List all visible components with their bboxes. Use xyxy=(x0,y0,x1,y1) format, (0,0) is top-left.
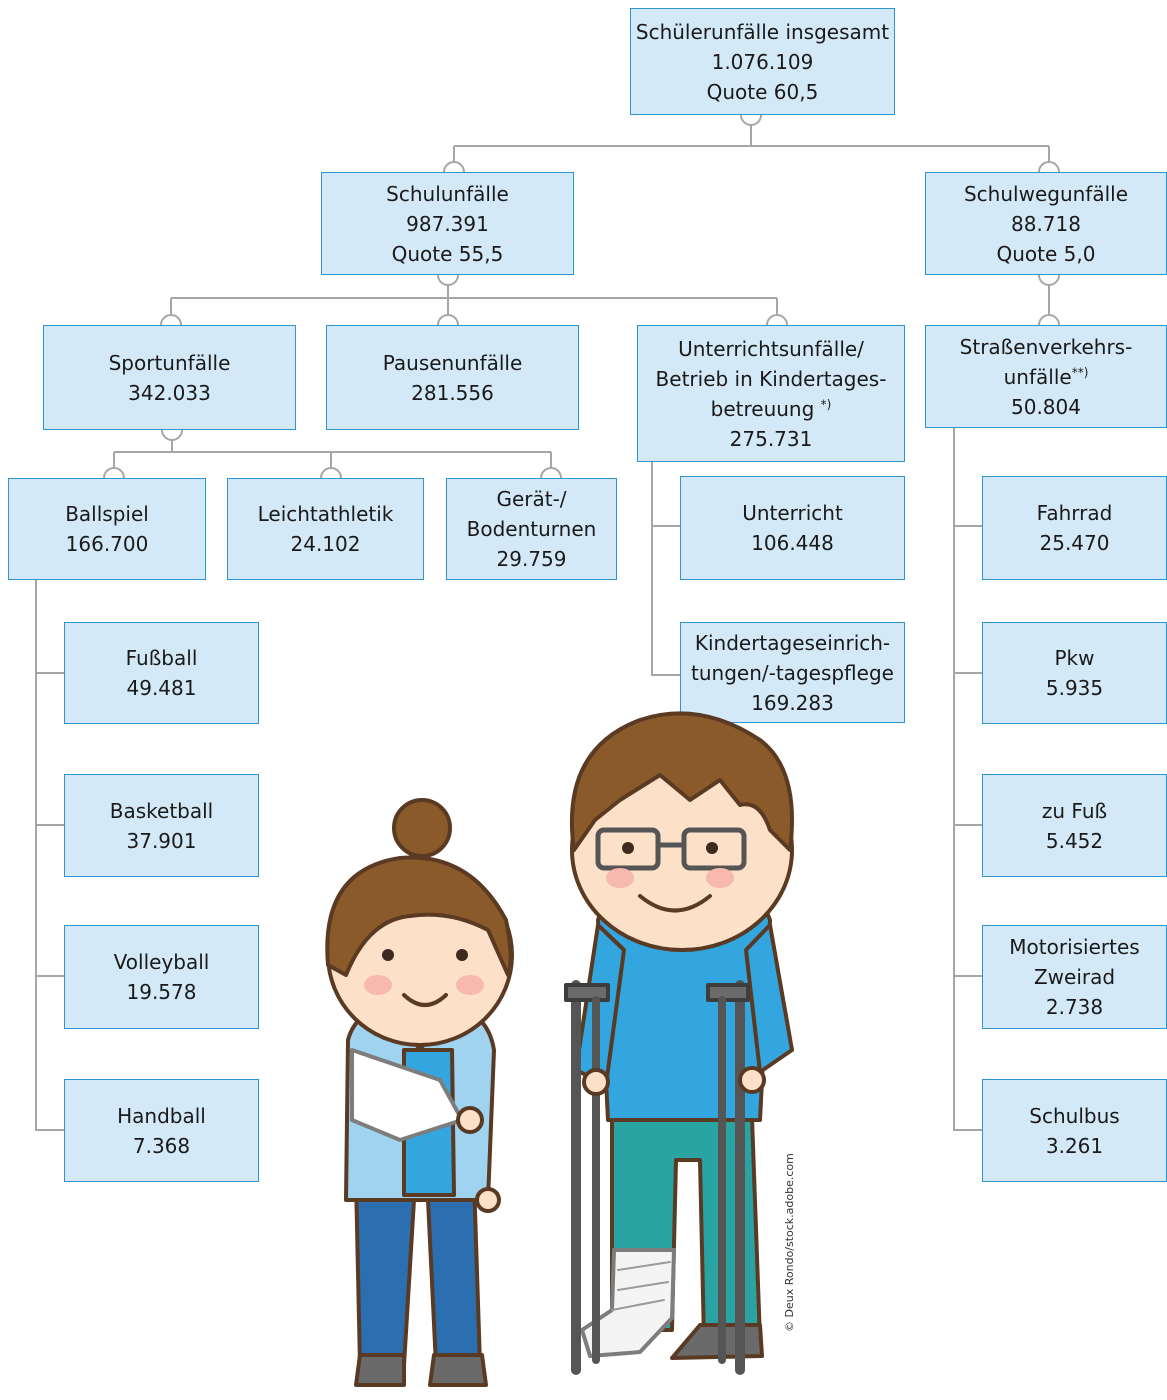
geraeteturnen-box: Gerät-/ Bodenturnen 29.759 xyxy=(446,478,617,580)
basketball-title: Basketball xyxy=(109,798,214,823)
unterrichtsunfaelle-line3-wrap: betreuung *) xyxy=(711,394,832,424)
volleyball-value: 19.578 xyxy=(126,980,197,1004)
schulunfaelle-quote: Quote 55,5 xyxy=(391,241,504,266)
unterrichtsunfaelle-value: 275.731 xyxy=(729,426,813,451)
unterricht-value: 106.448 xyxy=(751,531,834,555)
pausenunfaelle-title: Pausenunfälle xyxy=(382,350,523,375)
kita-box: Kindertageseinrich- tungen/-tagespflege … xyxy=(680,622,905,723)
strassenverkehr-value: 50.804 xyxy=(1011,394,1081,419)
fussball-box: Fußball 49.481 xyxy=(64,622,259,724)
geraeteturnen-line1: Gerät-/ xyxy=(496,487,567,511)
pausenunfaelle-value: 281.556 xyxy=(411,380,494,405)
schulbus-box: Schulbus 3.261 xyxy=(982,1079,1167,1182)
strassenverkehr-line2-wrap: unfälle**) xyxy=(1004,362,1089,392)
fahrrad-box: Fahrrad 25.470 xyxy=(982,476,1167,580)
kita-line2: tungen/-tagespflege xyxy=(691,660,894,685)
motorrad-line1: Motorisiertes xyxy=(1009,935,1140,959)
schulbus-title: Schulbus xyxy=(1029,1103,1120,1128)
schulwegunfaelle-value: 88.718 xyxy=(1011,211,1081,236)
root-node-box: Schülerunfälle insgesamt 1.076.109 Quote… xyxy=(630,8,895,115)
root-value: 1.076.109 xyxy=(711,49,814,74)
kita-value: 169.283 xyxy=(751,690,834,715)
fahrrad-value: 25.470 xyxy=(1039,531,1110,555)
geraeteturnen-value: 29.759 xyxy=(496,547,567,571)
schulwegunfaelle-quote: Quote 5,0 xyxy=(996,241,1096,266)
kita-line1: Kindertageseinrich- xyxy=(694,630,891,655)
root-quote: Quote 60,5 xyxy=(706,79,819,104)
unterricht-title: Unterricht xyxy=(742,501,843,525)
volleyball-title: Volleyball xyxy=(113,950,210,974)
schulunfaelle-value: 987.391 xyxy=(406,211,489,236)
schulunfaelle-title: Schulunfälle xyxy=(386,181,509,206)
schulwegunfaelle-box: Schulwegunfälle 88.718 Quote 5,0 xyxy=(925,172,1167,275)
unterrichtsunfaelle-box: Unterrichtsunfälle/ Betrieb in Kindertag… xyxy=(637,325,905,462)
volleyball-box: Volleyball 19.578 xyxy=(64,925,259,1029)
leichtathletik-box: Leichtathletik 24.102 xyxy=(227,478,424,580)
sportunfaelle-box: Sportunfälle 342.033 xyxy=(43,325,296,430)
fussball-value: 49.481 xyxy=(126,676,197,700)
unterrichtsunfaelle-line2: Betrieb in Kindertages- xyxy=(655,366,887,391)
ballspiel-value: 166.700 xyxy=(65,532,149,556)
strassenverkehr-line1: Straßenverkehrs- xyxy=(959,334,1133,359)
basketball-box: Basketball 37.901 xyxy=(64,774,259,877)
leichtathletik-title: Leichtathletik xyxy=(257,502,394,526)
basketball-value: 37.901 xyxy=(126,828,197,853)
pkw-box: Pkw 5.935 xyxy=(982,622,1167,724)
unterricht-box: Unterricht 106.448 xyxy=(680,476,905,580)
boy-figure xyxy=(564,711,794,1375)
leichtathletik-value: 24.102 xyxy=(290,532,361,556)
handball-value: 7.368 xyxy=(132,1133,191,1158)
handball-title: Handball xyxy=(117,1103,206,1128)
root-title: Schülerunfälle insgesamt xyxy=(635,19,890,44)
unterrichtsunfaelle-footnote: *) xyxy=(820,396,832,411)
motorrad-box: Motorisiertes Zweirad 2.738 xyxy=(982,925,1167,1029)
strassenverkehr-line2: unfälle xyxy=(1003,364,1072,389)
ballspiel-title: Ballspiel xyxy=(65,502,149,526)
schulwegunfaelle-title: Schulwegunfälle xyxy=(963,181,1129,206)
handball-box: Handball 7.368 xyxy=(64,1079,259,1182)
pkw-value: 5.935 xyxy=(1045,676,1104,700)
pausenunfaelle-box: Pausenunfälle 281.556 xyxy=(326,325,579,430)
zufuss-title: zu Fuß xyxy=(1041,798,1108,823)
sportunfaelle-value: 342.033 xyxy=(128,380,211,405)
image-credit: © Deux Rondo/stock.adobe.com xyxy=(783,1153,796,1332)
sportunfaelle-title: Sportunfälle xyxy=(108,350,231,375)
unterrichtsunfaelle-line1: Unterrichtsunfälle/ xyxy=(678,336,864,361)
strassenverkehr-footnote: **) xyxy=(1071,364,1089,379)
girl-figure xyxy=(325,798,514,1387)
motorrad-line2: Zweirad xyxy=(1033,965,1116,989)
strassenverkehr-box: Straßenverkehrs- unfälle**) 50.804 xyxy=(925,325,1167,428)
ballspiel-box: Ballspiel 166.700 xyxy=(8,478,206,580)
fussball-title: Fußball xyxy=(125,646,198,670)
schulbus-value: 3.261 xyxy=(1045,1133,1104,1158)
zufuss-box: zu Fuß 5.452 xyxy=(982,774,1167,877)
geraeteturnen-line2: Bodenturnen xyxy=(466,517,597,541)
schulunfaelle-box: Schulunfälle 987.391 Quote 55,5 xyxy=(321,172,574,275)
motorrad-value: 2.738 xyxy=(1045,995,1104,1019)
pkw-title: Pkw xyxy=(1054,646,1095,670)
zufuss-value: 5.452 xyxy=(1045,828,1104,853)
fahrrad-title: Fahrrad xyxy=(1036,501,1113,525)
unterrichtsunfaelle-line3: betreuung xyxy=(710,396,815,421)
